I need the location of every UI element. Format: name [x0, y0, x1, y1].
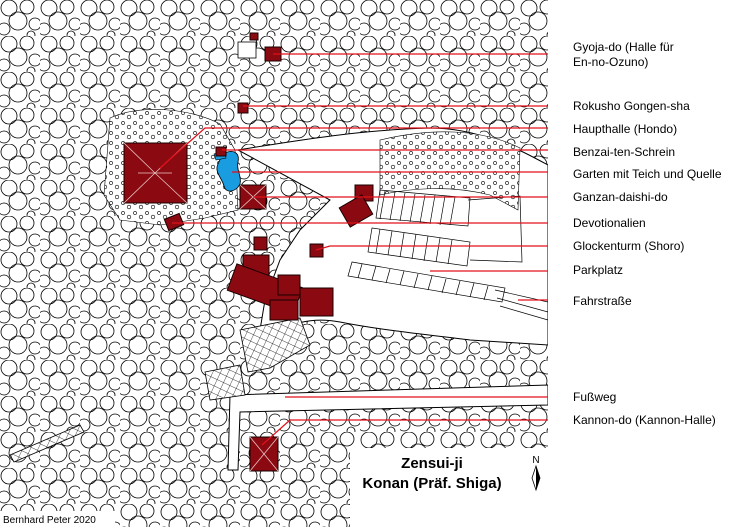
garden-pond: [216, 151, 241, 192]
label-kannon: Kannon-do (Kannon-Halle): [573, 413, 716, 427]
north-label: N: [532, 455, 539, 466]
label-haupthalle: Haupthalle (Hondo): [573, 122, 677, 136]
credit: Bernhard Peter 2020: [3, 515, 96, 526]
label-panel: [548, 0, 740, 527]
map-title: Zensui-ji: [401, 455, 463, 472]
building-small-upper: [253, 236, 268, 251]
label-garten: Garten mit Teich und Quelle: [573, 167, 722, 181]
title-box: [350, 448, 548, 527]
label-devotionalien: Devotionalien: [573, 216, 646, 230]
label-parkplatz: Parkplatz: [573, 263, 623, 277]
label-rokusho: Rokusho Gongen-sha: [573, 99, 690, 113]
credit-box: [0, 511, 115, 527]
label-gyoja-do-line2: En-no-Ozuno): [573, 55, 648, 69]
building-rokusho: [237, 102, 249, 114]
building-glockenturm: [309, 243, 324, 258]
label-ganzan: Ganzan-daishi-do: [573, 190, 668, 204]
building-devotionalien: [163, 212, 185, 232]
label-benzai: Benzai-ten-Schrein: [573, 145, 675, 159]
label-glockenturm: Glockenturm (Shoro): [573, 239, 684, 253]
label-fahrstrasse: Fahrstraße: [573, 294, 632, 308]
building-benzai: [215, 146, 227, 157]
gravel-upper-road: [379, 131, 521, 211]
building-main-complex: [226, 254, 334, 321]
parking-lot: [347, 189, 549, 321]
left-bridge: [9, 424, 85, 463]
leader-lines: [159, 53, 548, 446]
building-kannon-do: [249, 436, 279, 472]
label-gyoja-do-line1: Gyoja-do (Halle für: [573, 40, 674, 54]
map-subtitle: Konan (Präf. Shiga): [362, 475, 501, 492]
north-arrow-icon: [531, 464, 541, 492]
stairs-lower: [204, 364, 246, 401]
labels: Gyoja-do (Halle für En-no-Ozuno) Rokusho…: [573, 40, 722, 427]
label-fussweg: Fußweg: [573, 390, 616, 404]
